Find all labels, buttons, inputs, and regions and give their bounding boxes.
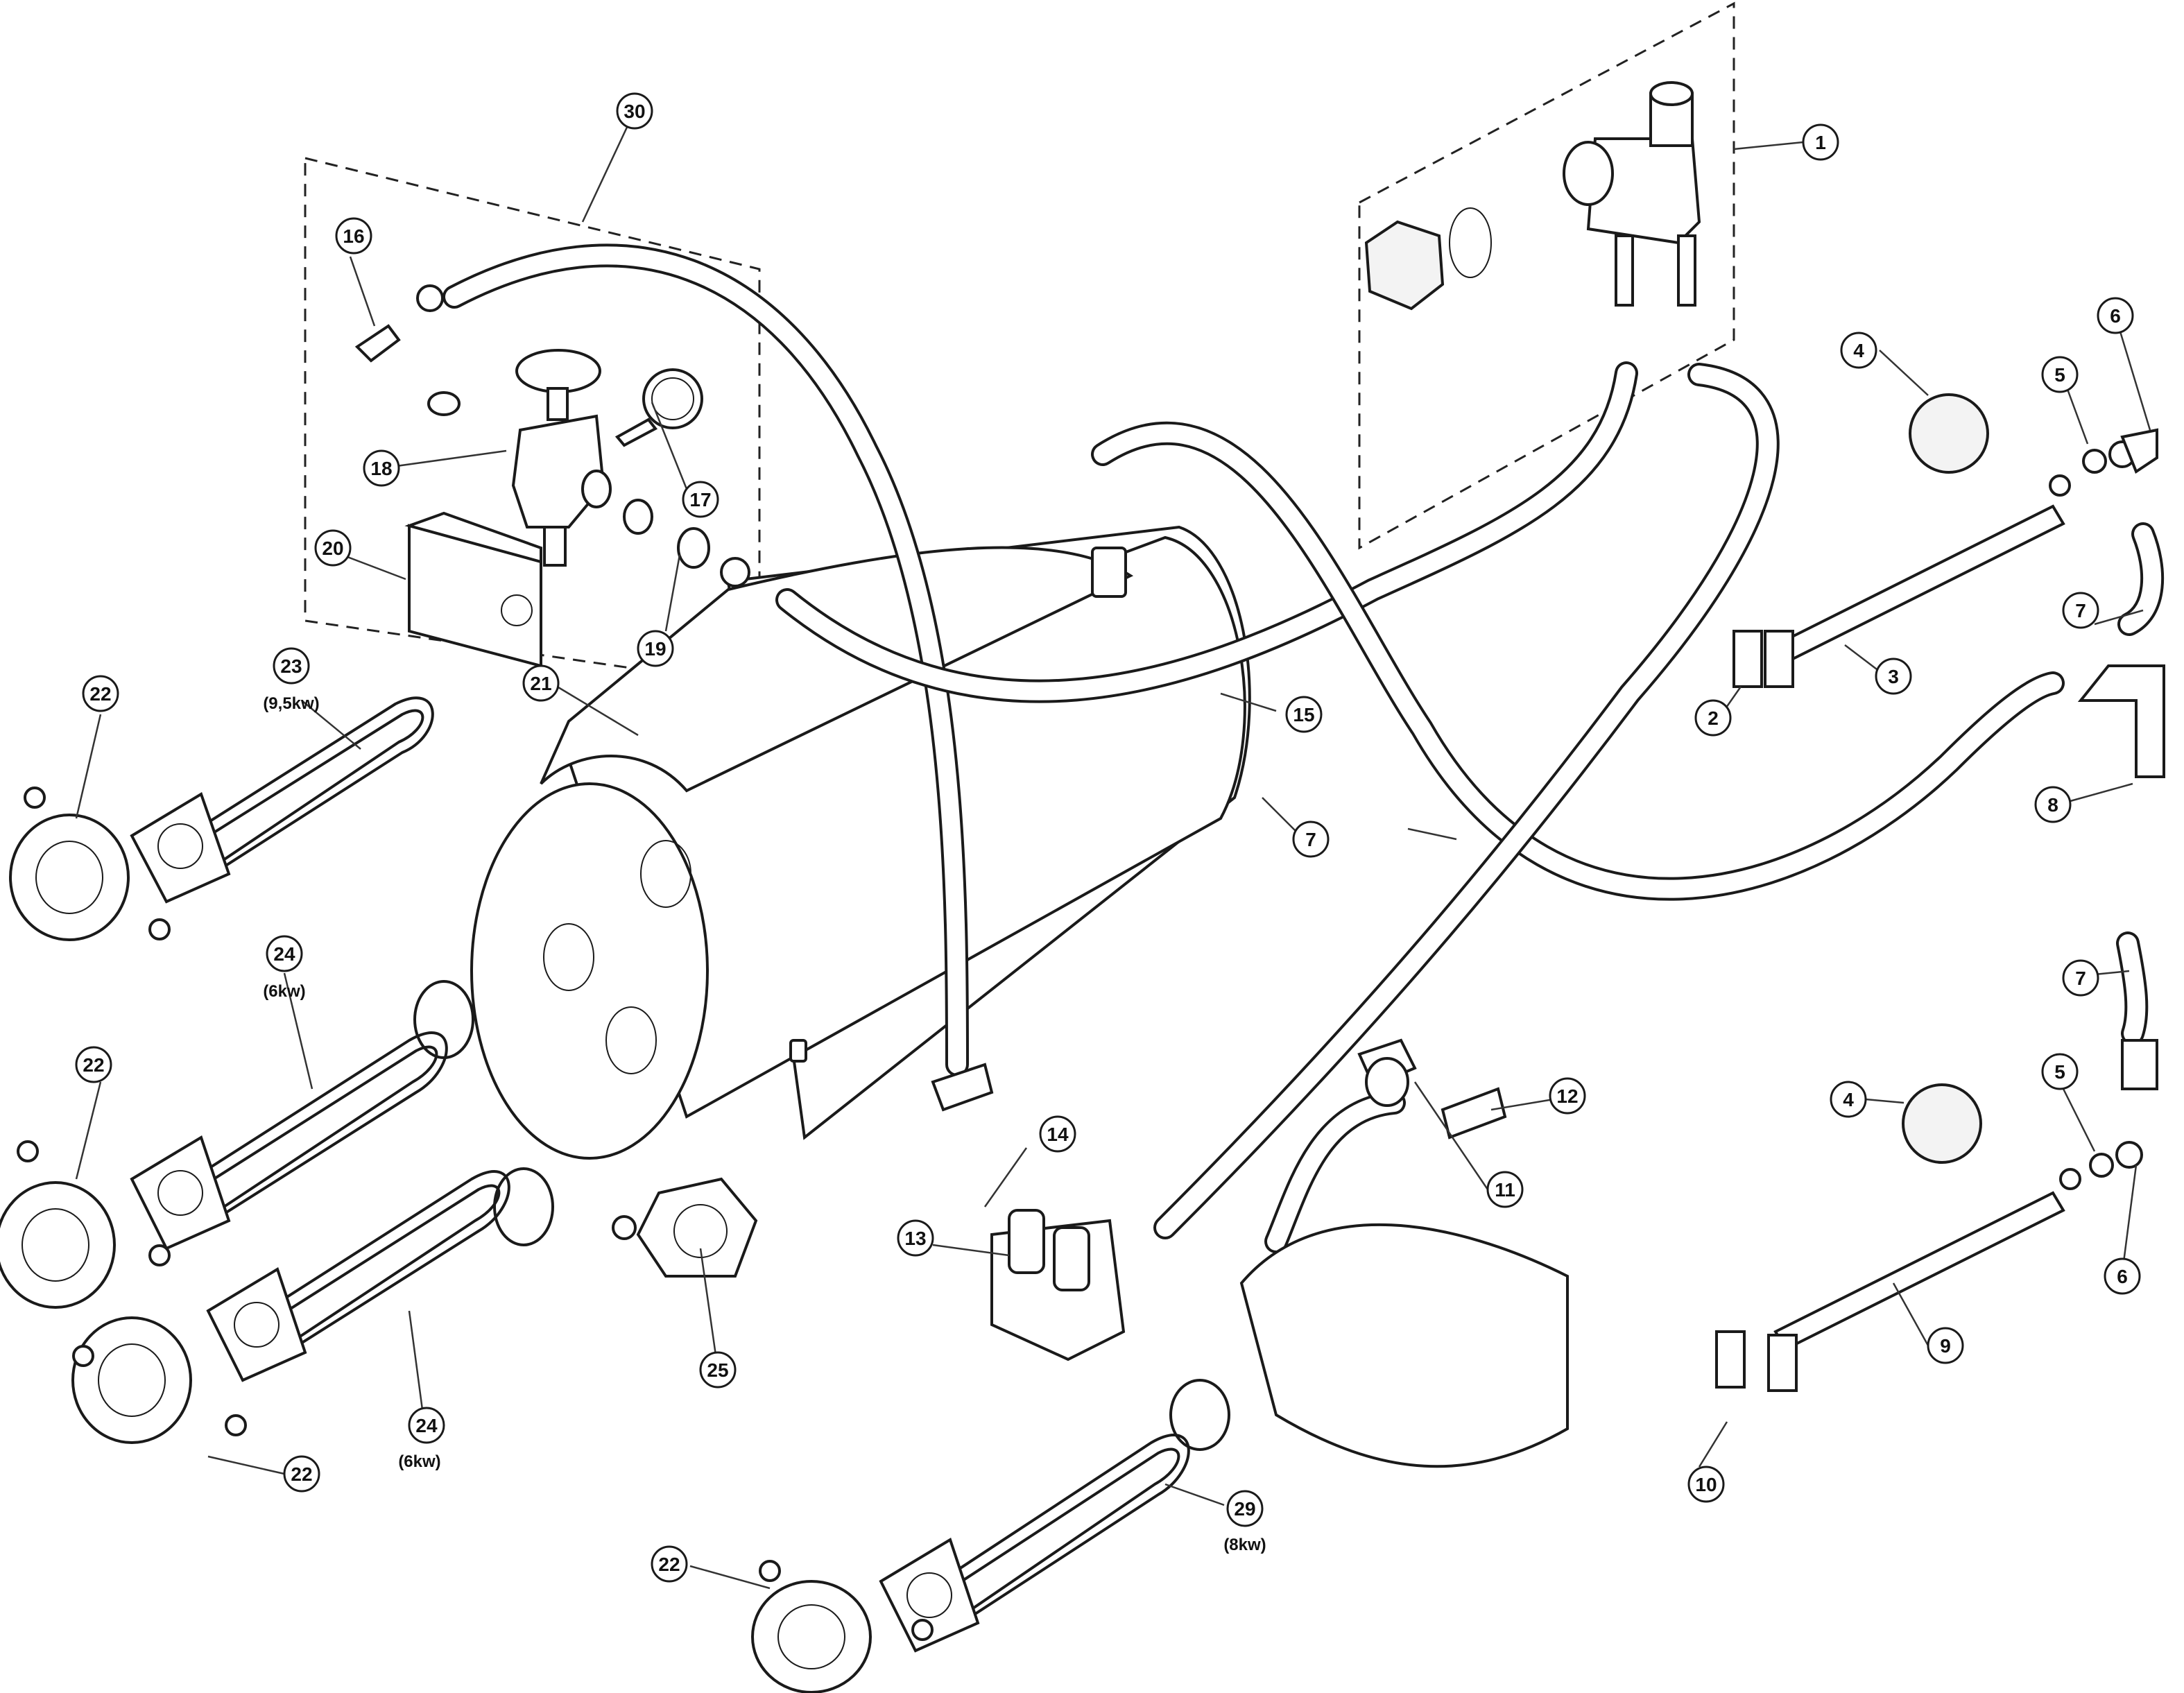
callout-22-b: 22 <box>75 1046 112 1083</box>
gaskets <box>413 980 1230 1451</box>
callout-22-b-label: 22 <box>83 1054 104 1076</box>
safety-valve-assembly <box>354 284 750 668</box>
callout-19-label: 19 <box>644 638 666 660</box>
callout-25: 25 <box>699 1351 737 1389</box>
callout-24-upper: 24 <box>266 935 303 972</box>
callout-24-lower: 24 <box>408 1407 445 1444</box>
callout-11-label: 11 <box>1495 1179 1515 1201</box>
callout-7-center-label: 7 <box>1305 829 1316 850</box>
callout-14-label: 14 <box>1047 1124 1069 1145</box>
pressure-switch-assembly <box>1364 81 1701 311</box>
callout-10-label: 10 <box>1695 1474 1717 1495</box>
callout-19: 19 <box>637 630 674 667</box>
callout-12-label: 12 <box>1556 1085 1578 1107</box>
callout-24-upper-label: 24 <box>273 943 295 965</box>
callout-17: 17 <box>682 481 719 518</box>
callout-4-upper: 4 <box>1840 332 1877 369</box>
callout-20-label: 20 <box>322 538 343 559</box>
heating-element-24-upper <box>0 1031 448 1309</box>
callout-18-label: 18 <box>370 458 392 479</box>
level-probe-manifolds <box>1715 393 2165 1392</box>
callout-10: 10 <box>1687 1466 1725 1503</box>
callout-22-d-label: 22 <box>658 1554 680 1575</box>
rating-29: (8kw) <box>1223 1536 1266 1554</box>
callout-7-right-lower: 7 <box>2062 959 2099 997</box>
callout-6-lower: 6 <box>2104 1257 2141 1295</box>
callout-5-lower: 5 <box>2041 1053 2079 1090</box>
callout-25-label: 25 <box>707 1359 728 1381</box>
solenoid-valve-and-reservoir <box>612 1038 1569 1468</box>
heating-element-23 <box>9 696 434 941</box>
callout-29-label: 29 <box>1234 1498 1255 1520</box>
callout-5-upper-label: 5 <box>2054 364 2065 386</box>
callout-5-lower-label: 5 <box>2054 1061 2065 1083</box>
callout-15-label: 15 <box>1293 704 1314 725</box>
callout-30: 30 <box>616 92 653 130</box>
callout-8-label: 8 <box>2047 794 2058 816</box>
leader-lines <box>75 110 2151 1590</box>
callout-3: 3 <box>1875 658 1912 695</box>
callout-22-a: 22 <box>82 675 119 712</box>
callout-16-label: 16 <box>343 225 364 247</box>
callout-5-upper: 5 <box>2041 356 2079 393</box>
callout-1-label: 1 <box>1815 132 1826 153</box>
callout-7-right-lower-label: 7 <box>2075 968 2086 989</box>
callout-4-lower-label: 4 <box>1843 1089 1854 1110</box>
callout-22-d: 22 <box>651 1545 688 1583</box>
callout-4-upper-label: 4 <box>1853 340 1864 361</box>
rating-23: (9,5kw) <box>263 694 319 713</box>
callout-11: 11 <box>1486 1171 1524 1208</box>
callout-2-label: 2 <box>1708 707 1719 729</box>
callout-23: 23 <box>273 647 310 685</box>
callout-6-upper-label: 6 <box>2110 305 2121 327</box>
callout-24-lower-label: 24 <box>415 1415 438 1436</box>
callout-8: 8 <box>2034 786 2072 823</box>
callout-14: 14 <box>1039 1115 1076 1153</box>
callout-6-upper: 6 <box>2097 297 2134 334</box>
callout-20: 20 <box>314 529 352 567</box>
callout-22-a-label: 22 <box>89 683 111 705</box>
callout-9: 9 <box>1927 1327 1964 1364</box>
callout-18: 18 <box>363 449 400 487</box>
callout-30-label: 30 <box>624 101 645 122</box>
callout-13-label: 13 <box>904 1228 926 1249</box>
heating-element-29 <box>751 1434 1190 1693</box>
hoses <box>442 243 2165 1253</box>
callout-17-label: 17 <box>689 489 711 510</box>
callout-4-lower: 4 <box>1830 1081 1867 1118</box>
callout-22-c: 22 <box>283 1455 320 1493</box>
callout-1: 1 <box>1802 123 1839 161</box>
callout-21-label: 21 <box>530 673 551 694</box>
callout-7-right-upper-label: 7 <box>2075 600 2086 621</box>
callout-7-right-upper: 7 <box>2062 592 2099 629</box>
callout-2: 2 <box>1694 699 1732 737</box>
boiler-tank <box>470 525 1251 1160</box>
rating-24-lower: (6kw) <box>398 1452 440 1471</box>
heating-element-24-lower <box>71 1170 510 1444</box>
callout-7-center: 7 <box>1292 820 1330 858</box>
callout-6-lower-label: 6 <box>2117 1266 2128 1287</box>
callout-3-label: 3 <box>1888 666 1899 687</box>
rating-24-upper: (6kw) <box>263 982 305 1001</box>
callout-23-label: 23 <box>280 655 302 677</box>
callout-15: 15 <box>1285 696 1323 733</box>
callout-29: 29 <box>1226 1490 1264 1527</box>
assembly-1-outline <box>1358 1 1735 550</box>
callout-16: 16 <box>335 217 372 255</box>
callout-9-label: 9 <box>1940 1335 1951 1357</box>
callout-13: 13 <box>897 1219 934 1257</box>
callout-21: 21 <box>522 664 560 702</box>
callout-12: 12 <box>1549 1077 1586 1115</box>
callout-22-c-label: 22 <box>291 1463 312 1485</box>
